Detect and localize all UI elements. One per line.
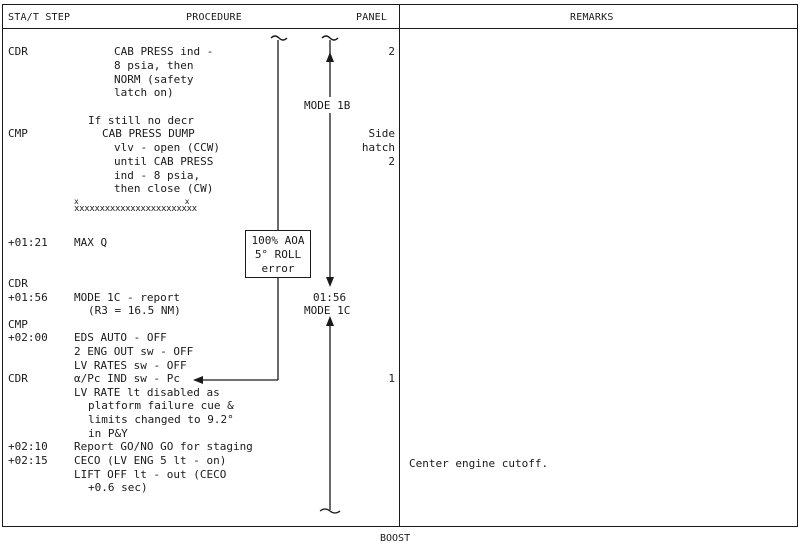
procedure-line: 8 psia, then [114,59,194,72]
panel-side: Side [368,127,396,140]
station-cmp: CMP [8,318,28,331]
procedure-line: α/Pc IND sw - Pc [74,372,180,385]
procedure-line: CAB PRESS ind - [114,45,214,58]
header-remarks: REMARKS [570,12,614,23]
procedure-line: 2 ENG OUT sw - OFF [74,345,194,358]
procedure-line: LV RATE lt disabled as [74,386,220,399]
procedure-line: NORM (safety [114,73,194,86]
remark-ceco: Center engine cutoff. [409,457,549,470]
station-cdr: CDR [8,372,28,385]
procedure-line: ind - 8 psia, [114,169,201,182]
table-right-border [797,4,799,527]
time-0210: +02:10 [8,440,48,453]
panel-hatch: hatch [361,141,395,154]
time-0121: +01:21 [8,236,48,249]
procedure-line: limits changed to 9.2° [88,413,234,426]
procedure-line: LIFT OFF lt - out (CECO [74,468,227,481]
procedure-line: until CAB PRESS [114,155,214,168]
station-cmp: CMP [8,127,28,140]
mode-1c-label: MODE 1C [304,304,351,317]
panel-1: 1 [388,372,395,385]
procedure-line: CAB PRESS DUMP [102,127,195,140]
x-mark-line: x x [74,197,190,206]
page-footer: BOOST [380,533,411,544]
panel-2: 2 [388,155,395,168]
station-cdr: CDR [8,45,28,58]
time-0200: +02:00 [8,331,48,344]
procedure-line: platform failure cue & [88,399,234,412]
procedure-line: EDS AUTO - OFF [74,331,167,344]
procedure-line: If still no decr [88,114,194,127]
procedure-line: latch on) [114,86,174,99]
procedure-line: CECO (LV ENG 5 lt - on) [74,454,227,467]
header-procedure: PROCEDURE [186,12,242,23]
mode-1b-label: MODE 1B [304,99,351,112]
box-line-3: error [261,262,295,275]
procedure-line: +0.6 sec) [88,481,148,494]
procedure-line: MODE 1C - report [74,291,180,304]
procedure-line: LV RATES sw - OFF [74,359,187,372]
table-left-border [2,4,4,527]
box-line-2: 5° ROLL [254,248,302,261]
time-0215: +02:15 [8,454,48,467]
station-cdr: CDR [8,277,28,290]
box-line-1: 100% AOA [251,234,305,247]
procedure-line: in P&Y [88,427,128,440]
panel-2: 2 [388,45,395,58]
time-0156: +01:56 [8,291,48,304]
procedure-line: (R3 = 16.5 NM) [88,304,181,317]
procedure-line: then close (CW) [114,182,214,195]
mode-1c-time: 01:56 [313,291,347,304]
column-divider-panel [399,4,401,527]
header-step: STA/T STEP [8,12,71,23]
header-panel: PANEL [356,12,388,23]
procedure-line: vlv - open (CCW) [114,141,220,154]
x-mark-line: xxxxxxxxxxxxxxxxxxxxxxxx [74,204,197,214]
procedure-line: Report GO/NO GO for staging [74,440,253,453]
procedure-line: MAX Q [74,236,108,249]
aoa-roll-error-box: 100% AOA 5° ROLL error [245,230,311,278]
